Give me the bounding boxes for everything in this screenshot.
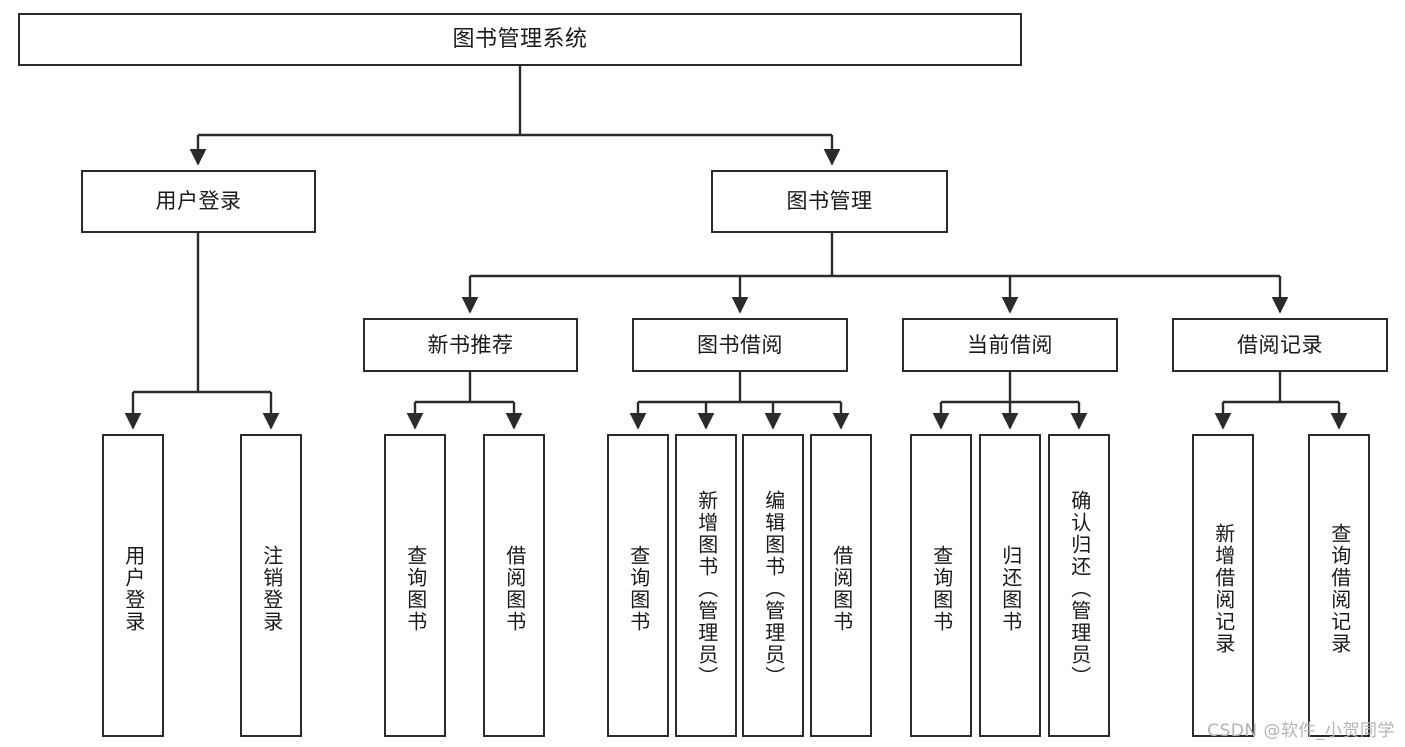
node-book-management[interactable]: 图书管理 <box>711 170 948 233</box>
leaf-borrow-record-add[interactable]: 新增借阅记录 <box>1192 434 1254 737</box>
node-label: 新增借阅记录 <box>1211 522 1236 655</box>
leaf-book-borrow-add[interactable]: 新增图书（管理员） <box>675 434 737 737</box>
leaf-user-login-logout[interactable]: 注销登录 <box>240 434 302 737</box>
node-root-system[interactable]: 图书管理系统 <box>18 13 1022 66</box>
node-label: 注销登录 <box>259 544 284 633</box>
leaf-user-login-login[interactable]: 用户登录 <box>102 434 164 737</box>
node-label: 查询图书 <box>929 544 954 633</box>
leaf-new-book-borrow[interactable]: 借阅图书 <box>483 434 545 737</box>
leaf-book-borrow-query[interactable]: 查询图书 <box>607 434 669 737</box>
watermark: CSDN @软件_小贺同学 <box>1207 721 1395 741</box>
node-user-login[interactable]: 用户登录 <box>81 170 316 233</box>
node-label: 编辑图书（管理员） <box>761 489 786 688</box>
node-label: 图书管理系统 <box>452 26 588 52</box>
leaf-book-borrow-borrow[interactable]: 借阅图书 <box>810 434 872 737</box>
node-book-borrow[interactable]: 图书借阅 <box>632 318 848 372</box>
node-borrow-record[interactable]: 借阅记录 <box>1172 318 1388 372</box>
node-label: 借阅图书 <box>502 544 527 633</box>
node-label: 查询借阅记录 <box>1327 522 1352 655</box>
node-current-borrow[interactable]: 当前借阅 <box>902 318 1118 372</box>
leaf-current-borrow-query[interactable]: 查询图书 <box>910 434 972 737</box>
node-new-book-recommend[interactable]: 新书推荐 <box>363 318 578 372</box>
node-label: 当前借阅 <box>967 332 1053 357</box>
node-label: 图书管理 <box>786 189 873 214</box>
node-label: 新书推荐 <box>427 332 514 357</box>
node-label: 图书借阅 <box>697 332 783 357</box>
leaf-current-borrow-confirm-return[interactable]: 确认归还（管理员） <box>1048 434 1110 737</box>
node-label: 用户登录 <box>155 189 242 214</box>
node-label: 借阅图书 <box>829 544 854 633</box>
node-label: 借阅记录 <box>1237 332 1323 357</box>
leaf-current-borrow-return[interactable]: 归还图书 <box>979 434 1041 737</box>
node-label: 归还图书 <box>998 544 1023 633</box>
node-label: 确认归还（管理员） <box>1067 489 1092 688</box>
node-label: 查询图书 <box>403 544 428 633</box>
node-label: 用户登录 <box>121 544 146 633</box>
node-label: 查询图书 <box>626 544 651 633</box>
leaf-new-book-query[interactable]: 查询图书 <box>384 434 446 737</box>
leaf-book-borrow-edit[interactable]: 编辑图书（管理员） <box>742 434 804 737</box>
leaf-borrow-record-query[interactable]: 查询借阅记录 <box>1308 434 1370 737</box>
node-label: 新增图书（管理员） <box>694 489 719 688</box>
